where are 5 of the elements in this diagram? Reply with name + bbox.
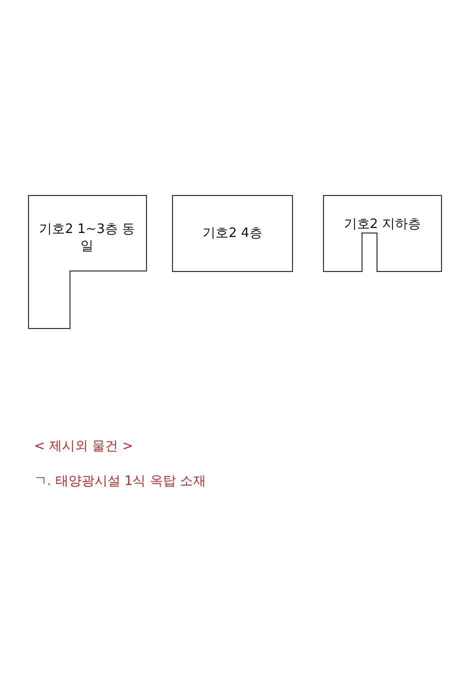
floor-label: 기호2 4층	[202, 225, 264, 242]
note-text: ㄱ. 태양광시설 1식 옥탑 소재	[34, 473, 206, 490]
floor-label: 기호2 지하층	[342, 216, 422, 233]
floor-label: 기호2 1~3층 동일	[38, 221, 136, 255]
note-heading: < 제시외 물건 >	[34, 438, 134, 455]
